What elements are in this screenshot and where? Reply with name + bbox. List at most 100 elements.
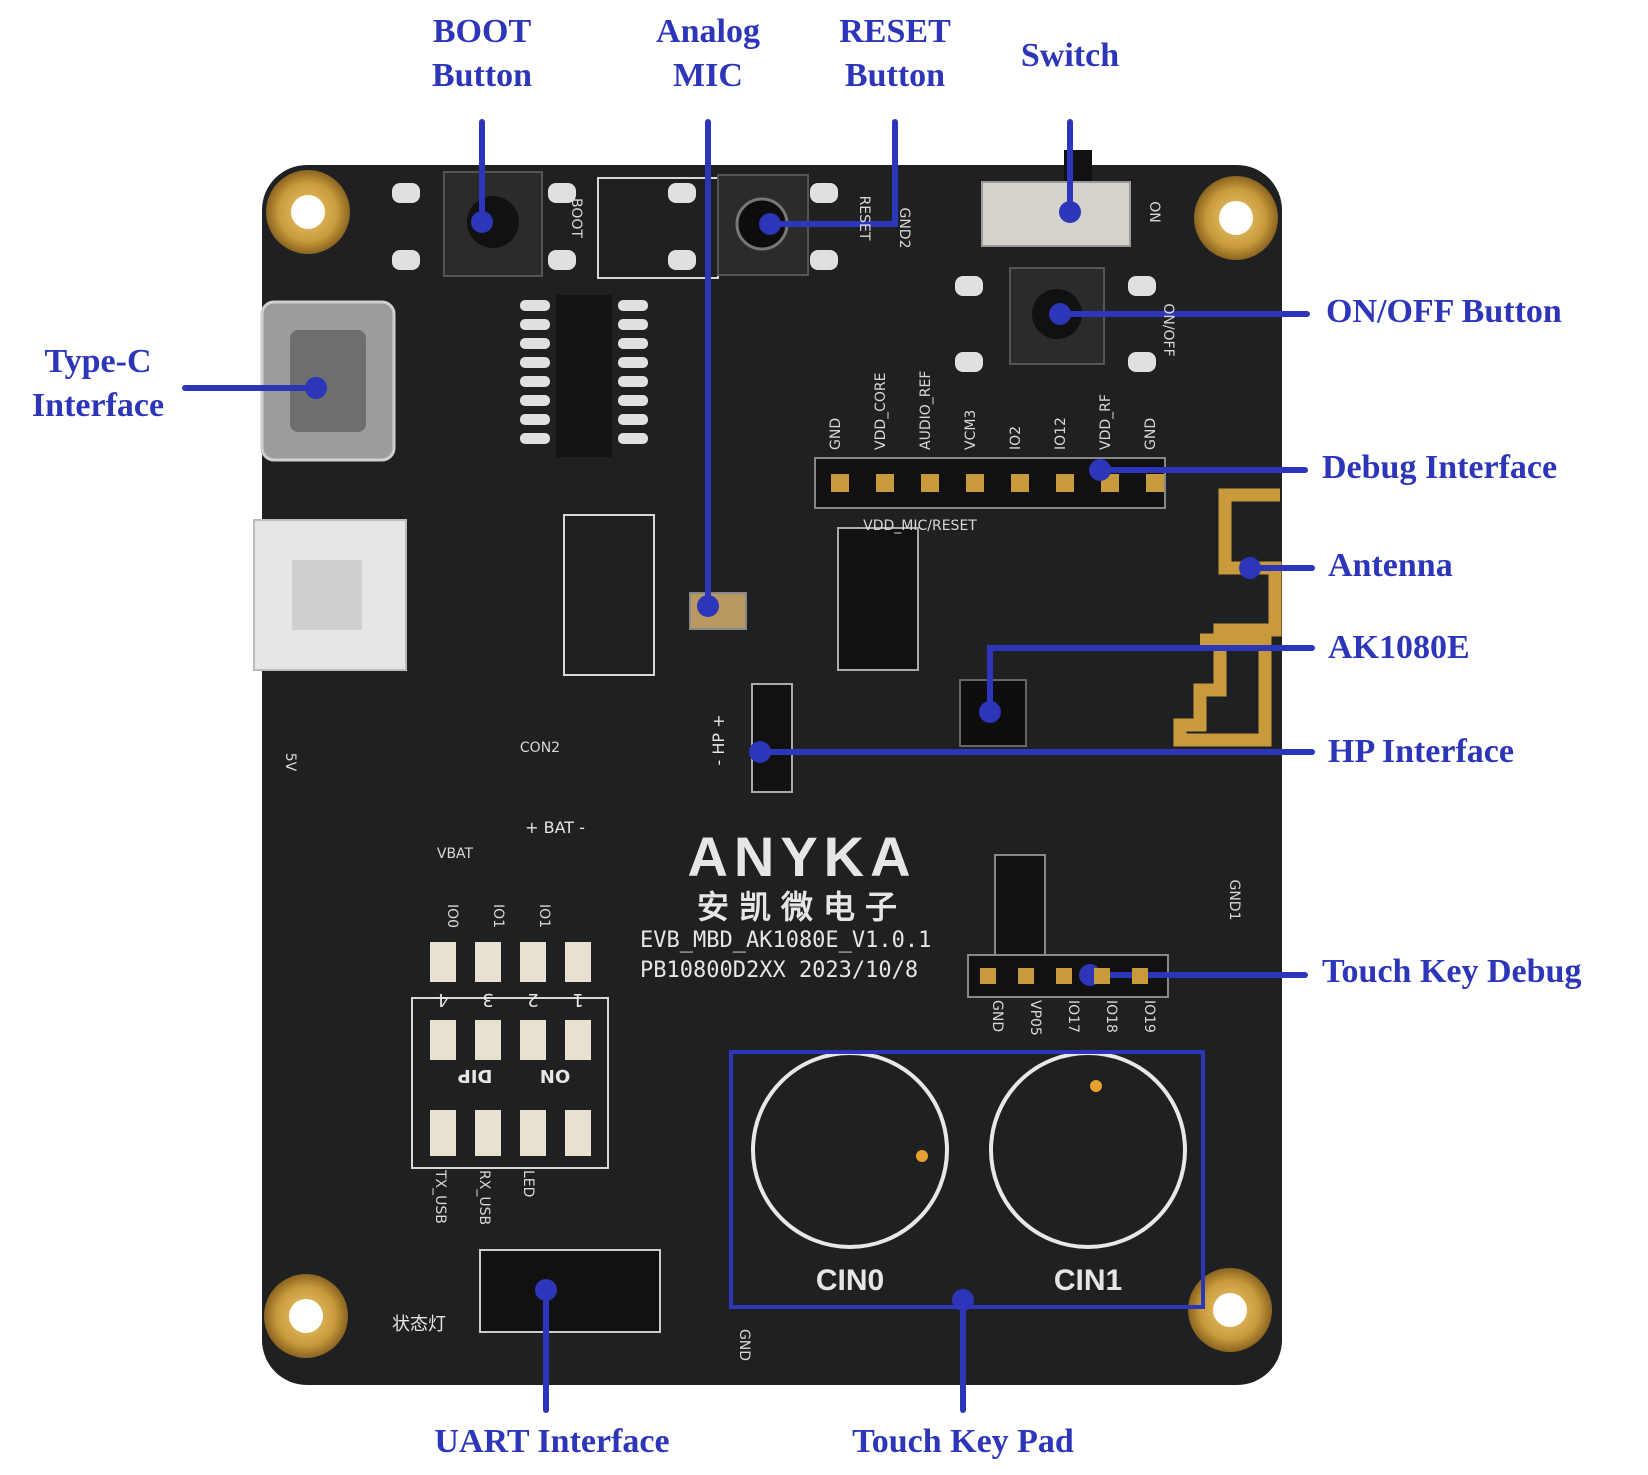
label-touch-key-debug: Touch Key Debug: [1322, 953, 1582, 990]
debug-pin: [966, 474, 984, 492]
leader-line-chip: [987, 645, 1315, 715]
mount-hole-bottom-left: [264, 1274, 348, 1358]
touch-debug-pin: [1132, 968, 1148, 984]
ic-pin: [520, 433, 550, 444]
ic-pin: [618, 433, 648, 444]
dip-toggle-mid: [475, 1020, 501, 1060]
leader-dot-uart: [535, 1279, 557, 1301]
touch-debug-pin-label: IO18: [1103, 1000, 1119, 1033]
silk-text: GND1: [1226, 879, 1242, 920]
bat-silk: + BAT -: [525, 818, 585, 837]
silk-text: CON2: [520, 740, 560, 756]
leader-dot-boot: [471, 211, 493, 233]
debug-pin-label: GND: [828, 418, 844, 450]
debug-header: [814, 457, 1166, 509]
uart-header-pcb: [479, 1249, 661, 1333]
ic-pin: [520, 338, 550, 349]
touch-debug-pin: [1094, 968, 1110, 984]
dip-function-label: RX_USB: [476, 1170, 492, 1225]
ic-pin: [520, 319, 550, 330]
pad-label-cin0: CIN0: [816, 1264, 884, 1297]
touch-debug-pin: [1018, 968, 1034, 984]
ic-pin: [520, 300, 550, 311]
type-c-connector: [260, 300, 396, 462]
ic-pin: [520, 376, 550, 387]
silk-text: BOOT: [568, 198, 584, 238]
mount-hole-top-right: [1194, 176, 1278, 260]
ic-pin: [618, 300, 648, 311]
hp-silk: - HP +: [709, 714, 728, 765]
debug-pin-label: VDD_RF: [1098, 394, 1114, 450]
dip-toggle-mid: [565, 1020, 591, 1060]
touch-debug-pin-label: IO17: [1065, 1000, 1081, 1033]
mount-hole-top-left: [266, 170, 350, 254]
slide-switch: [981, 150, 1131, 247]
debug-pin: [1011, 474, 1029, 492]
silk-text: RESET: [856, 196, 872, 241]
leader-dot-reset: [759, 213, 781, 235]
dip-number: 2: [527, 989, 538, 1010]
debug-pin: [831, 474, 849, 492]
dip-toggle-top: [520, 942, 546, 982]
label-switch: Switch: [1020, 37, 1120, 74]
label-onoff-button: ON/OFF Button: [1326, 293, 1562, 330]
dip-channel-label: IO1: [490, 904, 506, 928]
dip-toggle-top: [565, 942, 591, 982]
leader-dot-debug: [1089, 459, 1111, 481]
dip-toggle-top: [430, 942, 456, 982]
dip-toggle-mid: [520, 1020, 546, 1060]
dip-toggle-top: [475, 942, 501, 982]
touch-debug-pin-label: GND: [989, 1000, 1005, 1032]
boot-button: [392, 171, 719, 279]
pad-label-cin1: CIN1: [1054, 1264, 1122, 1297]
debug-pin-label: VCM3: [963, 410, 979, 450]
dip-function-label: LED: [520, 1170, 536, 1197]
leader-dot-touch-pad: [952, 1289, 974, 1311]
label-ak1080e: AK1080E: [1328, 629, 1470, 666]
dip-number: 1: [572, 989, 583, 1010]
dip-number: 4: [437, 989, 448, 1010]
brand-cn: 安凯微电子: [697, 888, 907, 926]
dip-toggle-bottom: [430, 1110, 456, 1156]
debug-pin: [921, 474, 939, 492]
ic-pin: [618, 395, 648, 406]
dip-text-dip: DIP: [458, 1065, 493, 1086]
label-debug-interface: Debug Interface: [1322, 449, 1558, 486]
silk-text: ON/OFF: [1160, 303, 1176, 356]
silk-text: GND2: [896, 207, 912, 248]
touch-debug-pin: [1056, 968, 1072, 984]
label-antenna: Antenna: [1328, 547, 1453, 584]
leader-dot-typec: [305, 377, 327, 399]
pcb-antenna: [1173, 488, 1282, 747]
silk-text: GND: [736, 1329, 752, 1361]
ic-pin: [618, 376, 648, 387]
ic-u3: [520, 295, 648, 457]
debug-pin-label: IO2: [1008, 426, 1024, 450]
silk-text: VDD_MIC/RESET: [863, 518, 977, 534]
dip-function-label: TX_USB: [432, 1169, 448, 1224]
debug-pin: [1146, 474, 1164, 492]
leader-dot-switch: [1059, 201, 1081, 223]
leader-dot-onoff: [1049, 303, 1071, 325]
label-touch-key-pad: Touch Key Pad: [852, 1423, 1074, 1460]
debug-pin-label: VDD_CORE: [873, 372, 889, 450]
ic-pin: [618, 319, 648, 330]
silk-text: ON: [1146, 201, 1162, 223]
silk-text: VBAT: [437, 846, 474, 862]
board-model: EVB_MBD_AK1080E_V1.0.1: [640, 928, 931, 953]
leader-dot-chip: [979, 701, 1001, 723]
ic-pin: [618, 338, 648, 349]
status-led-text: 状态灯: [392, 1314, 446, 1335]
debug-pin-label: AUDIO_REF: [918, 371, 934, 450]
debug-pin-label: IO12: [1053, 417, 1069, 450]
dip-text-on: ON: [540, 1065, 570, 1086]
leader-dot-hp: [749, 741, 771, 763]
leader-dot-mic: [697, 595, 719, 617]
ic-pin: [520, 395, 550, 406]
ic-pin: [618, 357, 648, 368]
